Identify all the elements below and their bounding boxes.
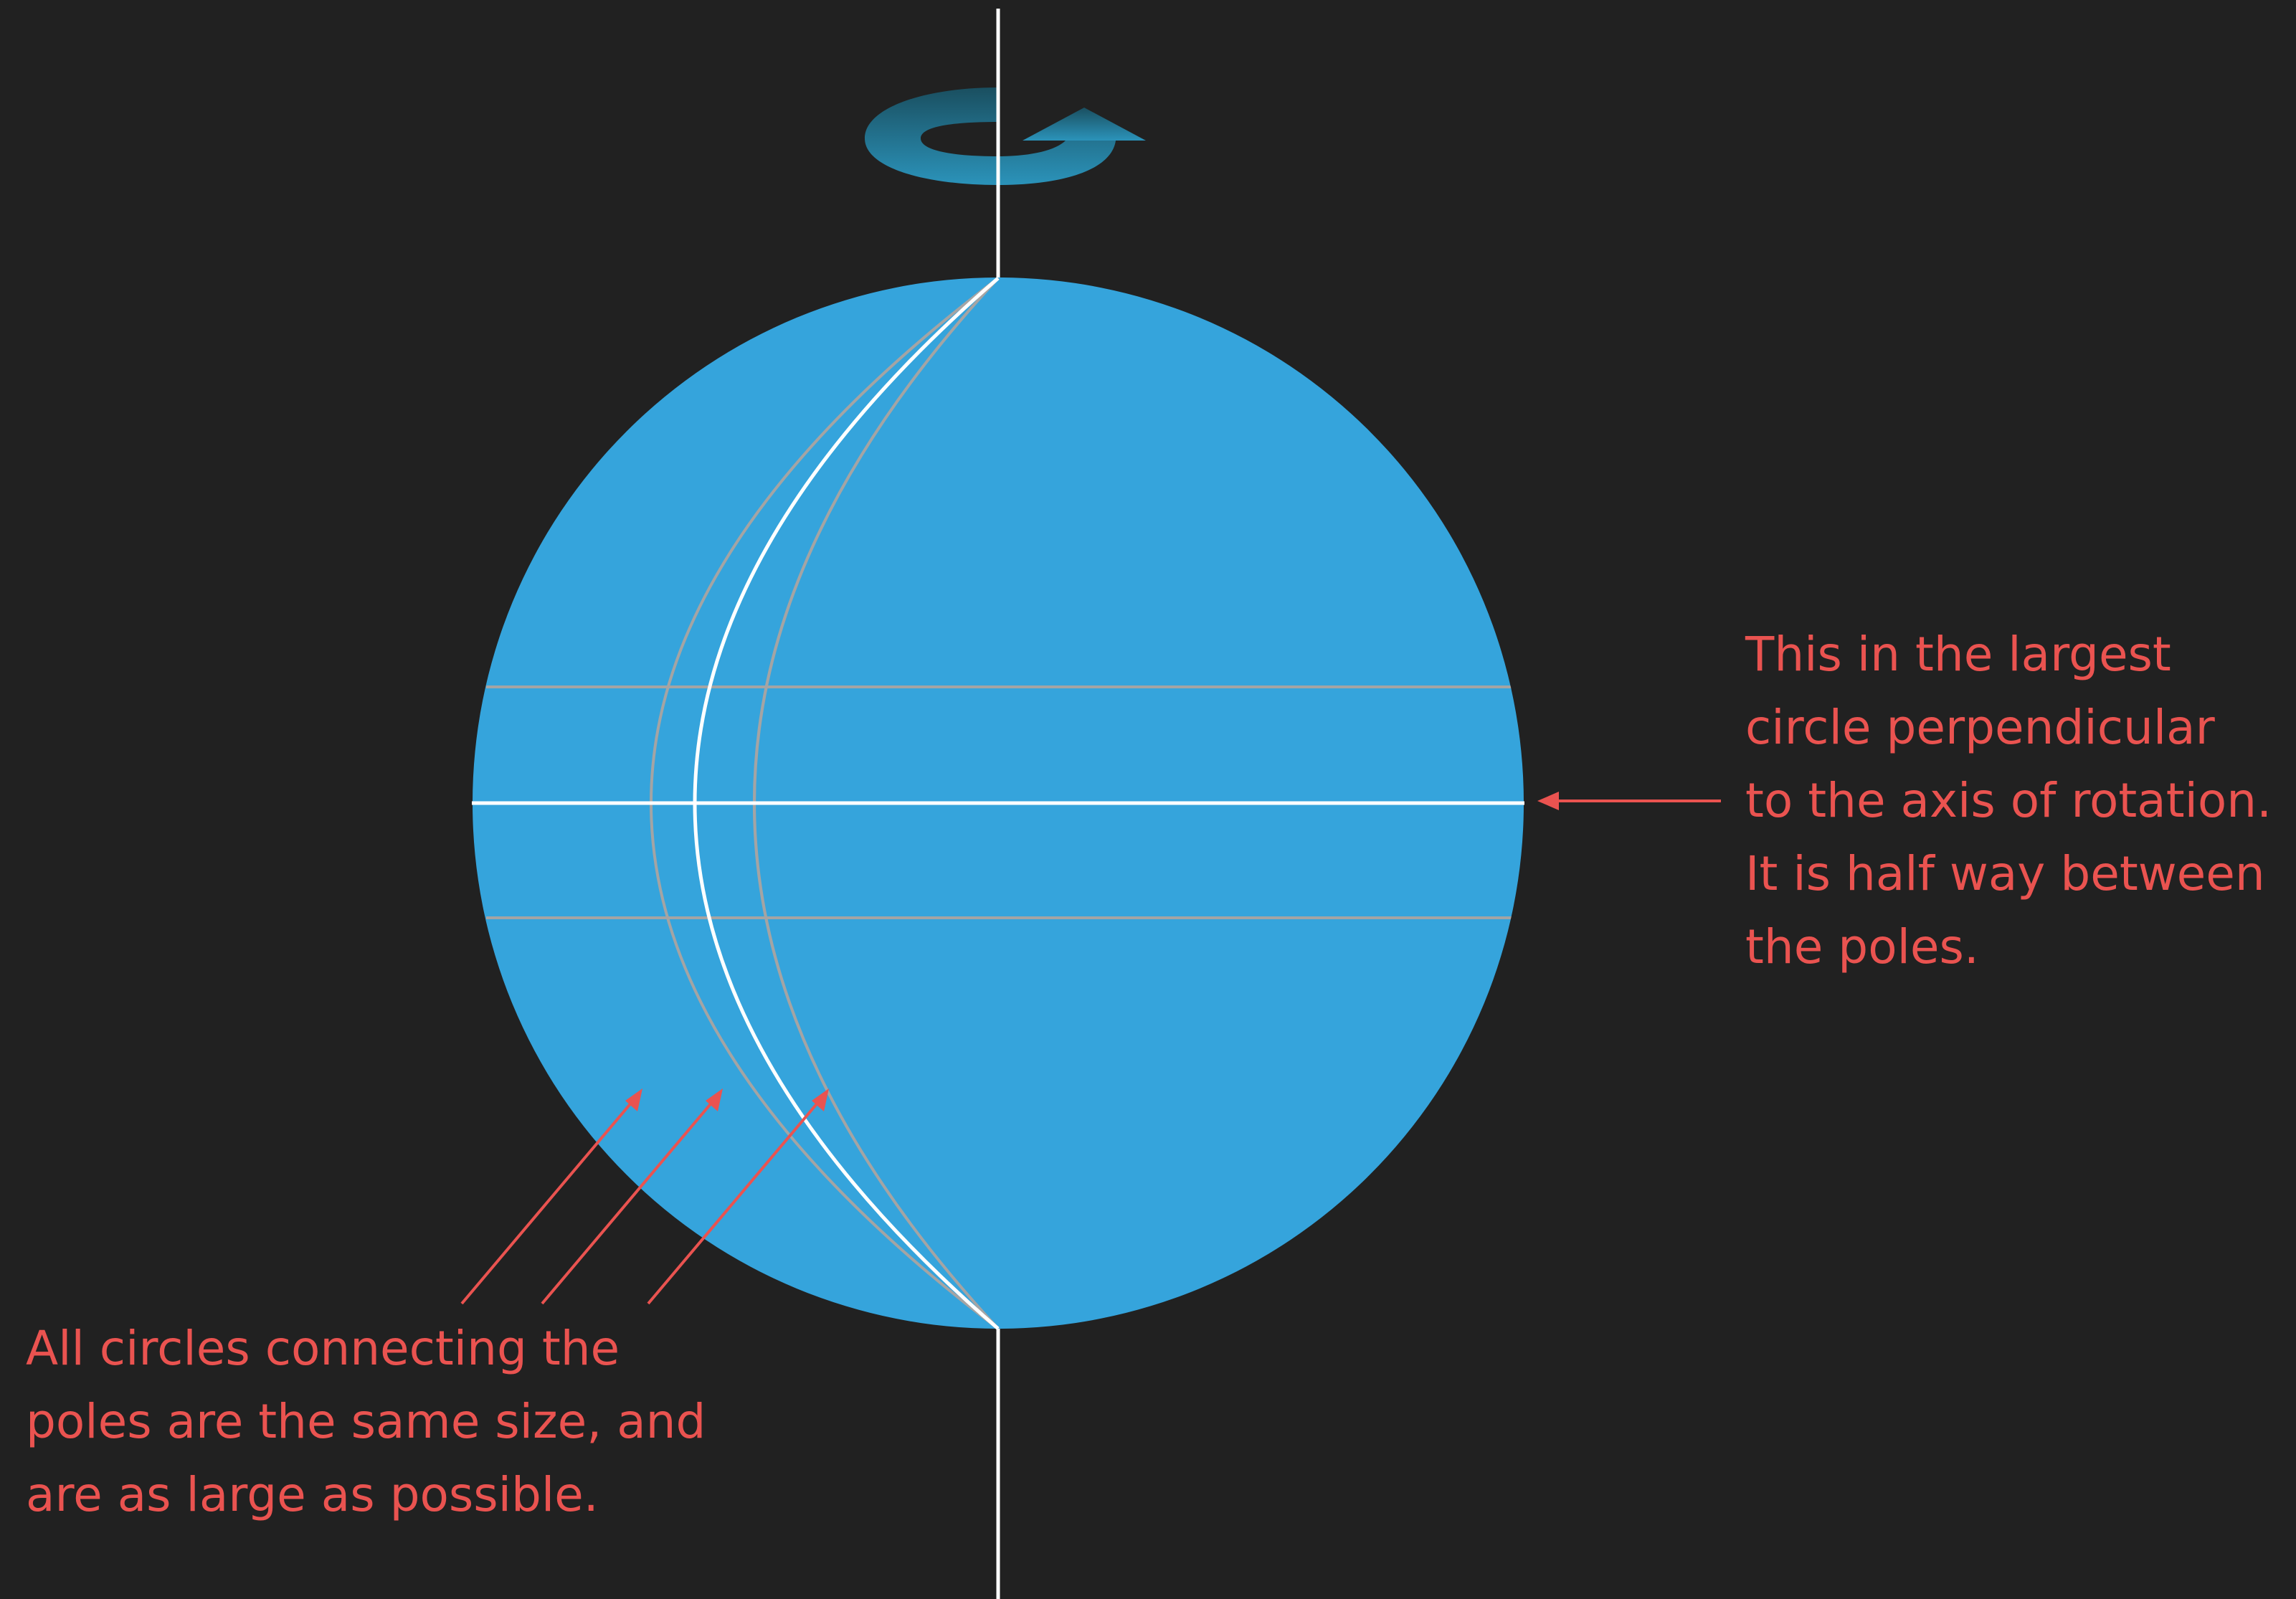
equator-annotation-line: circle perpendicular xyxy=(1745,691,2272,764)
equator-annotation-line: to the axis of rotation. xyxy=(1745,764,2272,838)
equator-annotation: This in the largest circle perpendicular… xyxy=(1745,618,2272,984)
rotation-arrow-icon xyxy=(865,79,1146,188)
equator-pointer-arrowhead xyxy=(1537,792,1559,810)
equator-annotation-line: It is half way between xyxy=(1745,838,2272,911)
meridian-annotation-line: are as large as possible. xyxy=(26,1458,706,1532)
equator-annotation-line: This in the largest xyxy=(1745,618,2272,691)
meridian-annotation-line: poles are the same size, and xyxy=(26,1385,706,1458)
meridian-annotation: All circles connecting the poles are the… xyxy=(26,1312,706,1532)
meridian-annotation-line: All circles connecting the xyxy=(26,1312,706,1385)
meridian-pointer-arrow-1 xyxy=(462,1101,632,1304)
equator-annotation-line: the poles. xyxy=(1745,911,2272,984)
